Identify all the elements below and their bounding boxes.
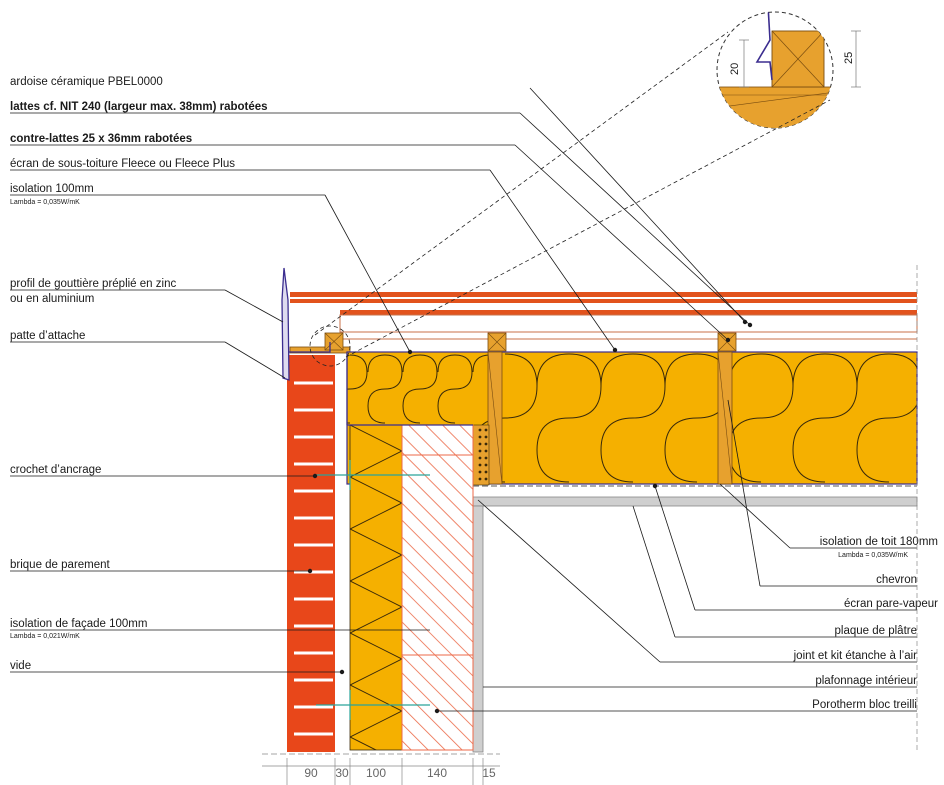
insulation-coil xyxy=(402,354,456,424)
dim-30: 30 xyxy=(335,766,349,780)
filler-dot xyxy=(484,442,488,446)
brick-facade xyxy=(287,355,335,752)
filler-dot xyxy=(484,449,488,453)
insulation-zigzag xyxy=(350,425,402,478)
insulation-coil xyxy=(792,353,826,387)
insulation-zigzag xyxy=(350,580,402,634)
filler-dot xyxy=(478,435,482,439)
label-isolation-facade-lambda: Lambda = 0,021W/mK xyxy=(10,633,80,640)
filler-dot xyxy=(478,470,482,474)
filler-dot xyxy=(484,435,488,439)
label-pare-vapeur: écran pare-vapeur xyxy=(844,598,938,610)
filler-dot xyxy=(484,456,488,460)
insulation-zigzag xyxy=(350,684,402,738)
filler-dot xyxy=(484,463,488,467)
anchor-hooks xyxy=(316,460,430,720)
insulation-zigzag xyxy=(350,736,378,750)
gutter-profile xyxy=(281,267,331,381)
insulation-coil xyxy=(856,353,917,483)
filler-dot xyxy=(478,449,482,453)
insulation-coil xyxy=(536,353,570,387)
insulation-zigzag xyxy=(350,632,402,686)
label-chevron: chevron xyxy=(876,574,917,586)
label-crochet: crochet d’ancrage xyxy=(10,464,101,476)
label-isolation-toit-lambda: Lambda = 0,035W/mK xyxy=(838,552,908,559)
label-ecran-sous-toiture: écran de sous-toiture Fleece ou Fleece P… xyxy=(10,158,235,170)
label-vide: vide xyxy=(10,660,31,672)
label-isolation-100-lambda: Lambda = 0,035W/mK xyxy=(10,199,80,206)
label-plafonnage: plafonnage intérieur xyxy=(815,675,917,687)
insulation-coil xyxy=(536,353,602,483)
insulation-zigzag xyxy=(350,528,402,582)
detail-connector xyxy=(309,31,831,367)
labels-right: isolation de toit 180mm Lambda = 0,035W/… xyxy=(793,536,939,711)
dim-100: 100 xyxy=(366,766,386,780)
insulation-coil xyxy=(664,353,698,387)
label-isolation-facade: isolation de façade 100mm xyxy=(10,618,147,630)
filler-dot xyxy=(484,477,488,481)
label-plaque-platre: plaque de plâtre xyxy=(835,625,917,637)
labels-left: ardoise céramique PBEL0000 lattes cf. NI… xyxy=(10,76,268,672)
filler-dot xyxy=(478,428,482,432)
insulation-coil xyxy=(347,354,386,424)
porotherm-block xyxy=(401,424,474,751)
roof-covering xyxy=(289,292,918,354)
filler-dot xyxy=(478,456,482,460)
dim-140: 140 xyxy=(427,766,447,780)
insulation-coil xyxy=(921,354,944,386)
insulation-coil xyxy=(792,353,858,483)
label-isolation-100: isolation 100mm xyxy=(10,183,94,195)
label-isolation-toit: isolation de toit 180mm xyxy=(820,536,938,548)
filler-dot xyxy=(484,470,488,474)
facade-insulation xyxy=(349,424,403,751)
dimension-labels: 90 30 100 140 15 xyxy=(304,766,496,780)
dim-15: 15 xyxy=(482,766,496,780)
label-brique: brique de parement xyxy=(10,559,111,571)
dim-90: 90 xyxy=(304,766,318,780)
label-porotherm: Porotherm bloc treilli xyxy=(812,699,917,711)
label-lattes: lattes cf. NIT 240 (largeur max. 38mm) r… xyxy=(10,101,268,113)
label-profil-gouttiere-line2: ou en aluminium xyxy=(10,293,94,305)
insulation-coil xyxy=(367,354,421,424)
insulation-coil xyxy=(600,353,634,387)
detail-circle: 20 25 xyxy=(716,11,861,129)
insulation-zigzag xyxy=(350,476,402,530)
dimension-bottom xyxy=(262,265,918,785)
detail-dim-20: 20 xyxy=(729,63,741,75)
insulation-coil xyxy=(600,353,666,483)
filler-dot xyxy=(478,442,482,446)
filler-dot xyxy=(478,463,482,467)
detail-dim-25: 25 xyxy=(843,52,855,64)
label-ardoise: ardoise céramique PBEL0000 xyxy=(10,76,163,88)
insulation-coil xyxy=(856,353,890,387)
ceiling xyxy=(472,485,918,753)
leader-dots xyxy=(307,319,753,714)
filler-dot xyxy=(484,428,488,432)
label-patte: patte d’attache xyxy=(10,330,85,342)
leader-lines xyxy=(10,87,917,712)
label-profil-gouttiere: profil de gouttière préplié en zinc xyxy=(10,278,176,290)
insulation-coil xyxy=(437,354,491,424)
filler-dot xyxy=(478,477,482,481)
label-joint-kit: joint et kit étanche à l’air xyxy=(793,650,918,662)
label-contre-lattes: contre-lattes 25 x 36mm rabotées xyxy=(10,133,192,145)
